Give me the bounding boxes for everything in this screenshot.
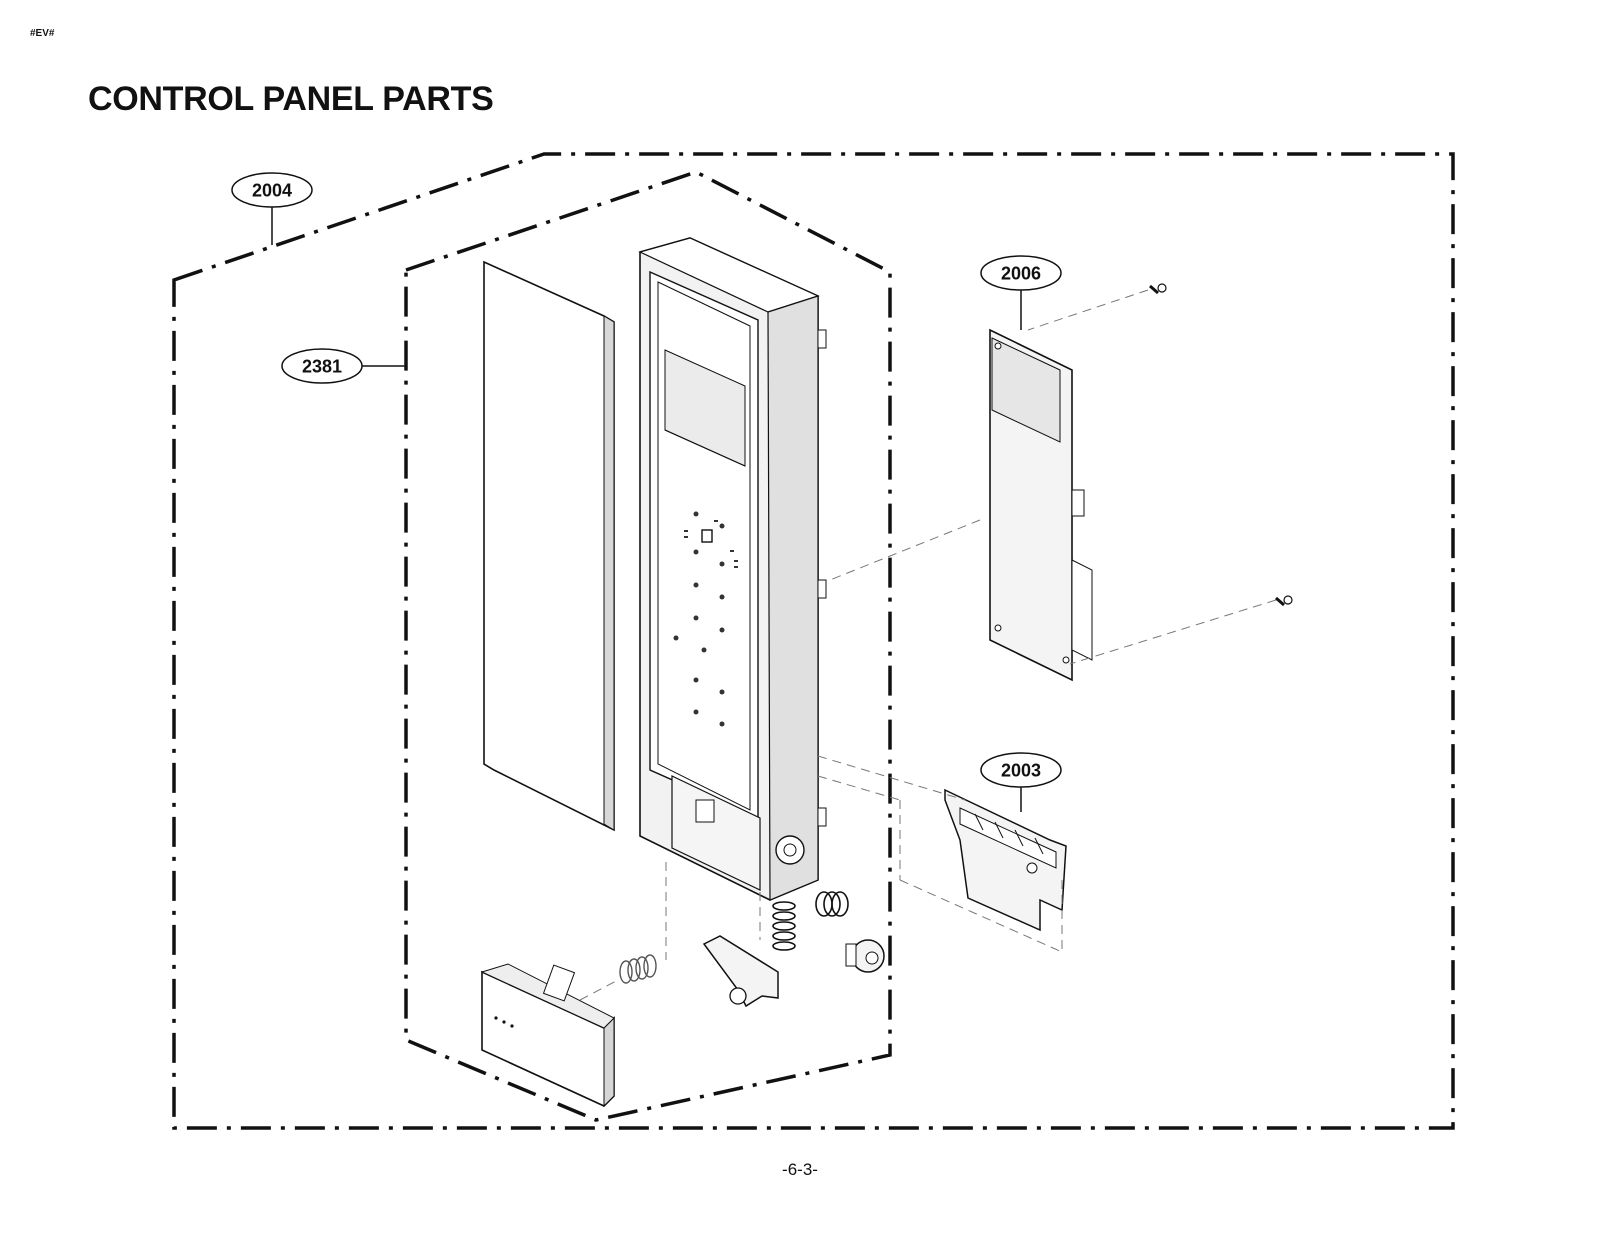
- spring-right: [815, 891, 849, 917]
- assembly-boundary-2004: [172, 152, 1455, 1130]
- control-panel-frame: [638, 237, 827, 901]
- svg-text:2381: 2381: [302, 357, 342, 377]
- assembly-boundary-2381: [404, 170, 892, 1122]
- latch-bracket: [944, 788, 1067, 932]
- spring-left: [619, 954, 657, 984]
- door-button: [480, 963, 615, 1108]
- svg-text:2004: 2004: [252, 181, 292, 201]
- callout-2006: 2006: [980, 255, 1062, 291]
- page-number: -6-3-: [782, 1160, 818, 1179]
- svg-text:2006: 2006: [1001, 264, 1041, 284]
- screw-top: [1149, 283, 1167, 295]
- pcb-assembly: [989, 328, 1093, 682]
- spring-center: [772, 901, 796, 951]
- screw-bottom: [1275, 595, 1293, 607]
- callout-2004: 2004: [231, 172, 313, 208]
- header-code: #EV#: [30, 28, 55, 39]
- cam-knob: [845, 939, 885, 973]
- door-lever: [702, 935, 779, 1008]
- callout-2003: 2003: [980, 752, 1062, 788]
- callout-2381: 2381: [281, 348, 363, 384]
- front-panel-sheet: [483, 260, 615, 832]
- svg-text:2003: 2003: [1001, 761, 1041, 781]
- page-title: CONTROL PANEL PARTS: [88, 80, 494, 118]
